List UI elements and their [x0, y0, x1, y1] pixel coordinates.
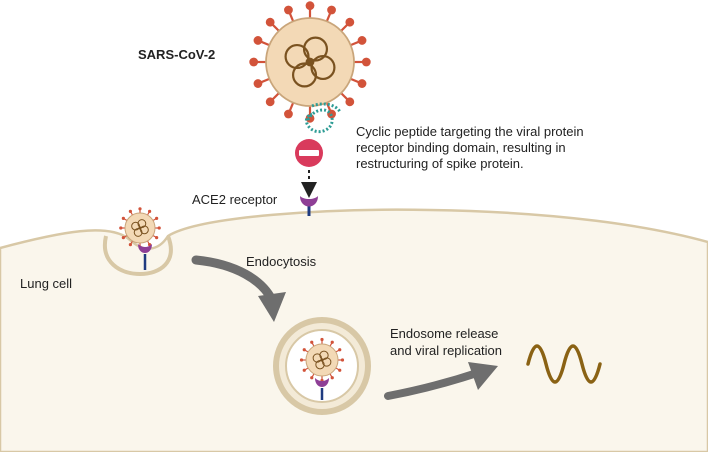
spike-protein — [327, 5, 336, 15]
replication-arrow-icon — [384, 362, 498, 400]
curved-arrow-icon — [191, 255, 286, 322]
spike-protein — [302, 368, 306, 372]
spike-protein — [128, 243, 132, 247]
membrane-invagination — [102, 235, 173, 277]
spike-protein — [345, 17, 355, 27]
peptide-note-line-1: Cyclic peptide targeting the viral prote… — [356, 124, 584, 139]
spike-protein — [265, 97, 275, 107]
endosome-label-line-1: Endosome release — [390, 326, 499, 341]
peptide-note-line-3: restructuring of spike protein. — [356, 156, 524, 171]
receptor-label: ACE2 receptor — [192, 192, 278, 207]
spike-protein — [138, 207, 142, 211]
spike-protein — [284, 109, 293, 119]
spike-protein — [361, 57, 371, 67]
spike-protein — [305, 1, 315, 11]
spike-protein — [155, 216, 159, 220]
spike-protein — [253, 79, 263, 88]
spike-protein — [284, 5, 293, 15]
spike-protein — [357, 36, 367, 45]
ace2-receptor-bound-icon — [138, 244, 152, 270]
spike-protein — [357, 79, 367, 88]
spike-protein — [310, 376, 314, 380]
virus-icon — [249, 1, 371, 123]
endocytosis-label: Endocytosis — [246, 254, 317, 269]
spike-protein — [330, 376, 334, 380]
virus-internalized-icon — [299, 337, 345, 383]
spike-protein — [119, 226, 123, 230]
spike-protein — [320, 337, 324, 342]
spike-protein — [340, 358, 345, 362]
spike-protein — [338, 368, 342, 372]
spike-protein — [299, 358, 304, 362]
virus-bound-icon — [119, 207, 161, 249]
rna-icon — [526, 344, 602, 384]
virus-label: SARS-CoV-2 — [138, 47, 216, 62]
ace2-receptor-internalized-icon — [315, 378, 329, 400]
ace2-receptor-icon — [300, 196, 318, 216]
spike-protein — [121, 236, 125, 240]
spike-protein — [148, 209, 152, 213]
spike-protein — [265, 17, 275, 27]
endosome-label-line-2: and viral replication — [390, 343, 503, 358]
spike-protein — [155, 236, 159, 240]
spike-protein — [330, 340, 334, 344]
cyclic-peptide-icon — [304, 102, 342, 134]
spike-protein — [302, 348, 306, 352]
spike-protein — [310, 340, 314, 344]
spike-protein — [249, 57, 259, 67]
spike-protein — [121, 216, 125, 220]
spike-protein — [128, 209, 132, 213]
spike-protein — [157, 226, 161, 230]
cell-label: Lung cell — [20, 276, 73, 291]
peptide-note-line-2: receptor binding domain, resulting in — [356, 140, 566, 155]
spike-protein — [338, 348, 342, 352]
spike-protein — [345, 97, 355, 107]
spike-protein — [253, 36, 263, 45]
inhibition-icon — [295, 139, 323, 167]
